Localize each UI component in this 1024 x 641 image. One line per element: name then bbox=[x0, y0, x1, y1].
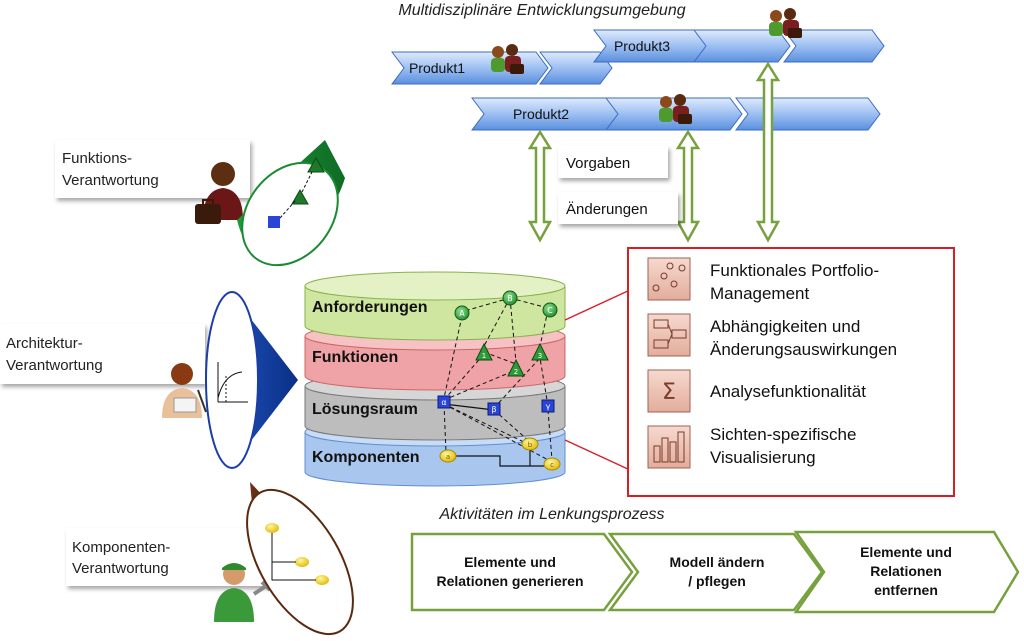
process-step-3-line2: Relationen bbox=[870, 563, 942, 579]
process-step-3-line3: entfernen bbox=[874, 582, 938, 598]
product2-chevron-3 bbox=[735, 97, 881, 131]
aenderungen-arrow bbox=[675, 129, 701, 243]
product3-chevron-3 bbox=[783, 29, 885, 63]
solution-node-alpha: α bbox=[437, 395, 451, 409]
feature-visualization-line2: Visualisierung bbox=[710, 448, 816, 467]
component-node-a: a bbox=[439, 449, 457, 463]
layer-label-anforderungen: Anforderungen bbox=[312, 299, 428, 316]
feature-connector bbox=[564, 289, 631, 471]
architecture-cone bbox=[205, 291, 298, 469]
solution-node-beta: β bbox=[487, 402, 501, 416]
requirement-node-b: B bbox=[502, 290, 518, 306]
aenderungen-label: Änderungen bbox=[566, 201, 648, 218]
function-node-1-number: 1 bbox=[482, 352, 486, 360]
process-step-1-line2: Relationen generieren bbox=[436, 573, 583, 589]
solution-node-beta-letter: β bbox=[491, 405, 496, 414]
product3-arrow bbox=[755, 61, 781, 243]
layer-label-loesungsraum: Lösungsraum bbox=[312, 401, 418, 418]
process-step-3[interactable]: Elemente und Relationen entfernen bbox=[793, 530, 1020, 614]
function-node-2: 2 bbox=[507, 358, 525, 377]
vorgaben-arrow bbox=[527, 129, 553, 243]
team-icon bbox=[491, 44, 524, 74]
requirement-node-a-letter: A bbox=[459, 309, 465, 318]
process-title: Aktivitäten im Lenkungsprozess bbox=[439, 506, 665, 523]
feature-dependencies: Abhängigkeiten und Änderungsauswirkungen bbox=[647, 313, 897, 359]
mechanic-icon bbox=[214, 563, 272, 622]
funktion-role-line1: Funktions- bbox=[62, 150, 132, 167]
vorgaben-box bbox=[558, 146, 668, 178]
sigma-symbol: Σ bbox=[662, 380, 676, 405]
requirement-node-a: A bbox=[454, 305, 470, 321]
team-icon bbox=[659, 94, 692, 124]
requirement-node-c-letter: C bbox=[547, 306, 553, 315]
architektur-role-box bbox=[0, 324, 205, 384]
feature-visualization: Sichten-spezifische Visualisierung bbox=[647, 425, 856, 469]
komponenten-role-line1: Komponenten- bbox=[72, 539, 170, 556]
team-icon bbox=[769, 8, 802, 38]
component-node-a-letter: a bbox=[446, 453, 450, 461]
feature-analysis-line1: Analysefunktionalität bbox=[710, 382, 866, 401]
function-cone bbox=[237, 140, 345, 267]
portfolio-icon bbox=[647, 257, 691, 301]
feature-dependencies-line2: Änderungsauswirkungen bbox=[710, 340, 897, 359]
feature-dependencies-line1: Abhängigkeiten und bbox=[710, 317, 860, 336]
solution-node-gamma: γ bbox=[541, 399, 555, 413]
function-node-3: 3 bbox=[531, 342, 549, 361]
architektur-role-line2: Verantwortung bbox=[6, 357, 103, 374]
funktion-role-line2: Verantwortung bbox=[62, 172, 159, 189]
architektur-role-line1: Architektur- bbox=[6, 335, 83, 352]
layer-label-komponenten: Komponenten bbox=[312, 449, 420, 466]
process-step-2[interactable]: Modell ändern / pflegen bbox=[607, 532, 824, 612]
komponenten-role-line2: Verantwortung bbox=[72, 560, 169, 577]
process-step-3-line1: Elemente und bbox=[860, 544, 952, 560]
layer-label-funktionen: Funktionen bbox=[312, 349, 398, 366]
solution-node-alpha-letter: α bbox=[441, 398, 446, 407]
aenderungen-box bbox=[558, 192, 678, 224]
requirement-layer bbox=[304, 271, 566, 341]
businessman-icon bbox=[195, 162, 243, 224]
function-node-3-number: 3 bbox=[538, 352, 542, 360]
dependency-icon bbox=[647, 313, 691, 357]
architect-icon bbox=[162, 363, 207, 418]
feature-analysis: Σ Analysefunktionalität bbox=[647, 369, 866, 413]
sigma-icon: Σ bbox=[647, 369, 691, 413]
feature-visualization-line1: Sichten-spezifische bbox=[710, 425, 856, 444]
component-links bbox=[443, 403, 550, 467]
component-node-b-letter: b bbox=[528, 441, 533, 449]
product-row-3: Produkt3 bbox=[593, 29, 885, 63]
product3-label: Produkt3 bbox=[614, 38, 670, 54]
bar-chart-icon bbox=[647, 425, 691, 469]
requirement-node-b-letter: B bbox=[507, 294, 513, 303]
feature-portfolio-line2: Management bbox=[710, 284, 810, 303]
process-step-1-line1: Elemente und bbox=[464, 554, 556, 570]
dev-environment-title: Multidisziplinäre Entwicklungsumgebung bbox=[398, 2, 685, 19]
component-node-c-letter: c bbox=[550, 461, 554, 469]
feature-portfolio-line1: Funktionales Portfolio- bbox=[710, 261, 879, 280]
vorgaben-label: Vorgaben bbox=[566, 155, 630, 172]
feature-portfolio: Funktionales Portfolio- Management bbox=[647, 257, 879, 303]
solution-node-gamma-letter: γ bbox=[546, 402, 551, 411]
component-node-b: b bbox=[521, 437, 539, 451]
requirement-node-c: C bbox=[542, 302, 558, 318]
process-step-2-line1: Modell ändern bbox=[670, 554, 765, 570]
component-node-c: c bbox=[543, 457, 561, 471]
process-step-2-line2: / pflegen bbox=[688, 573, 746, 589]
product2-label: Produkt2 bbox=[513, 106, 569, 122]
product1-label: Produkt1 bbox=[409, 60, 465, 76]
process-step-1[interactable]: Elemente und Relationen generieren bbox=[410, 532, 634, 612]
product1-chevron-2 bbox=[539, 51, 613, 85]
function-node-1: 1 bbox=[475, 342, 493, 361]
component-cone bbox=[246, 482, 354, 636]
function-node-2-number: 2 bbox=[514, 368, 518, 376]
